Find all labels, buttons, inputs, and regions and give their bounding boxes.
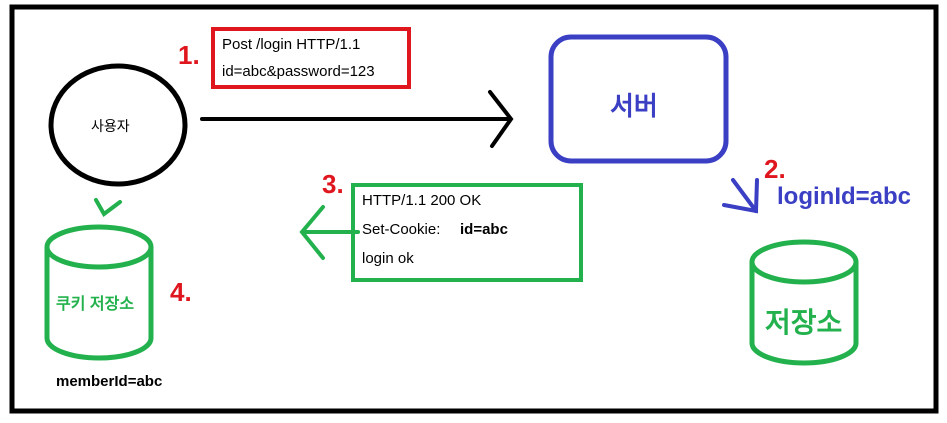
request-line-2: id=abc&password=123	[222, 63, 375, 80]
step-2-number: 2.	[764, 154, 786, 184]
session-value: loginId=abc	[777, 183, 912, 210]
outer-frame	[9, 4, 939, 414]
step-3-number: 3.	[322, 169, 344, 199]
cookie-arrow	[94, 198, 122, 217]
server-storage-label: 저장소	[765, 307, 843, 338]
cookie-storage-value: memberId=abc	[56, 373, 163, 390]
response-line-2-prefix: Set-Cookie:	[362, 221, 441, 238]
response-line-1: HTTP/1.1 200 OK	[362, 192, 482, 209]
step-1-number: 1.	[178, 40, 200, 70]
request-arrow	[200, 90, 514, 148]
response-line-3: login ok	[362, 250, 414, 267]
request-line-1: Post /login HTTP/1.1	[222, 36, 361, 53]
user-label: 사용자	[91, 118, 130, 134]
session-arrow	[722, 178, 759, 214]
response-arrow	[299, 205, 360, 260]
server-storage-cylinder	[749, 239, 859, 366]
cookie-storage-label: 쿠키 저장소	[56, 296, 135, 313]
step-4-number: 4.	[170, 277, 192, 307]
user-ellipse	[48, 63, 188, 187]
cookie-storage-cylinder	[44, 224, 154, 361]
request-box	[211, 27, 411, 89]
response-line-2-value: id=abc	[460, 221, 508, 238]
server-label: 서버	[610, 91, 658, 121]
server-box	[548, 34, 729, 164]
